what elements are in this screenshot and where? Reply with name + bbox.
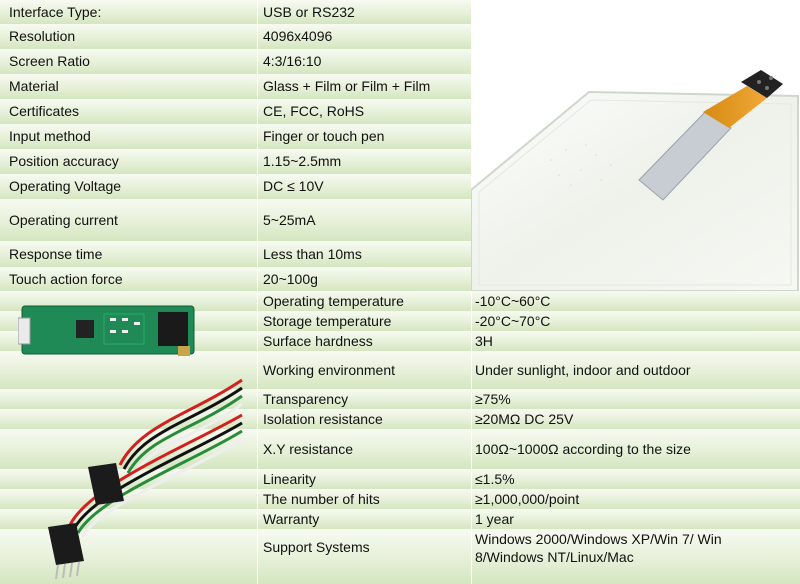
- row-band: [0, 291, 800, 311]
- spec-label: Operating temperature: [263, 293, 404, 309]
- spec-value: ≥1,000,000/point: [475, 491, 580, 507]
- spec-label: Isolation resistance: [263, 411, 383, 427]
- spec-value: Finger or touch pen: [263, 128, 385, 144]
- spec-value: -10°C~60°C: [475, 293, 551, 309]
- spec-value: 1 year: [475, 511, 514, 527]
- spec-value: CE, FCC, RoHS: [263, 103, 365, 119]
- spec-label: Surface hardness: [263, 333, 373, 349]
- spec-label: Response time: [9, 246, 103, 262]
- spec-label: Input method: [9, 128, 91, 144]
- spec-label: Storage temperature: [263, 313, 392, 329]
- column-divider: [471, 0, 472, 584]
- spec-value: DC ≤ 10V: [263, 178, 324, 194]
- spec-label: Working environment: [263, 362, 396, 378]
- spec-value: Under sunlight, indoor and outdoor: [475, 362, 691, 378]
- spec-value: 20~100g: [263, 271, 318, 287]
- spec-label: Operating Voltage: [9, 178, 122, 194]
- row-band: [0, 311, 800, 331]
- spec-label: Linearity: [263, 471, 316, 487]
- spec-value: 4096x4096: [263, 28, 333, 44]
- spec-value: Windows 2000/Windows XP/Win 7/ Win 8/Win…: [475, 531, 722, 565]
- spec-label: Certificates: [9, 103, 80, 119]
- touch-panel-image: [470, 0, 800, 292]
- row-band: [0, 429, 800, 469]
- spec-label: Support Systems: [263, 539, 370, 555]
- spec-label: Position accuracy: [9, 153, 119, 169]
- spec-value: 4:3/16:10: [263, 53, 322, 69]
- spec-label: Transparency: [263, 391, 349, 407]
- spec-value: 100Ω~1000Ω according to the size: [475, 441, 691, 457]
- spec-label: X.Y resistance: [263, 441, 354, 457]
- row-band: [0, 351, 800, 389]
- spec-label: Screen Ratio: [9, 53, 90, 69]
- spec-value: 3H: [475, 333, 493, 349]
- spec-value: Less than 10ms: [263, 246, 362, 262]
- row-band: [0, 509, 800, 529]
- spec-label: The number of hits: [263, 491, 380, 507]
- spec-label: Resolution: [9, 28, 76, 44]
- row-band: [0, 489, 800, 509]
- spec-label: Material: [9, 78, 59, 94]
- spec-value: USB or RS232: [263, 4, 355, 20]
- row-band: [0, 529, 800, 584]
- spec-label: Interface Type:: [9, 4, 102, 20]
- spec-value: -20°C~70°C: [475, 313, 551, 329]
- spec-value: Glass + Film or Film + Film: [263, 78, 431, 94]
- spec-value: ≤1.5%: [475, 471, 515, 487]
- spec-value: 1.15~2.5mm: [263, 153, 342, 169]
- spec-value: ≥20MΩ DC 25V: [475, 411, 574, 427]
- spec-label: Operating current: [9, 212, 118, 228]
- spec-label: Touch action force: [9, 271, 123, 287]
- spec-label: Warranty: [263, 511, 320, 527]
- row-band: [0, 331, 800, 351]
- row-band: [0, 469, 800, 489]
- spec-value: 5~25mA: [263, 212, 316, 228]
- spec-value: ≥75%: [475, 391, 511, 407]
- column-divider: [257, 0, 258, 584]
- controller-board-image: [17, 300, 198, 360]
- usb-cable-image: [20, 375, 245, 580]
